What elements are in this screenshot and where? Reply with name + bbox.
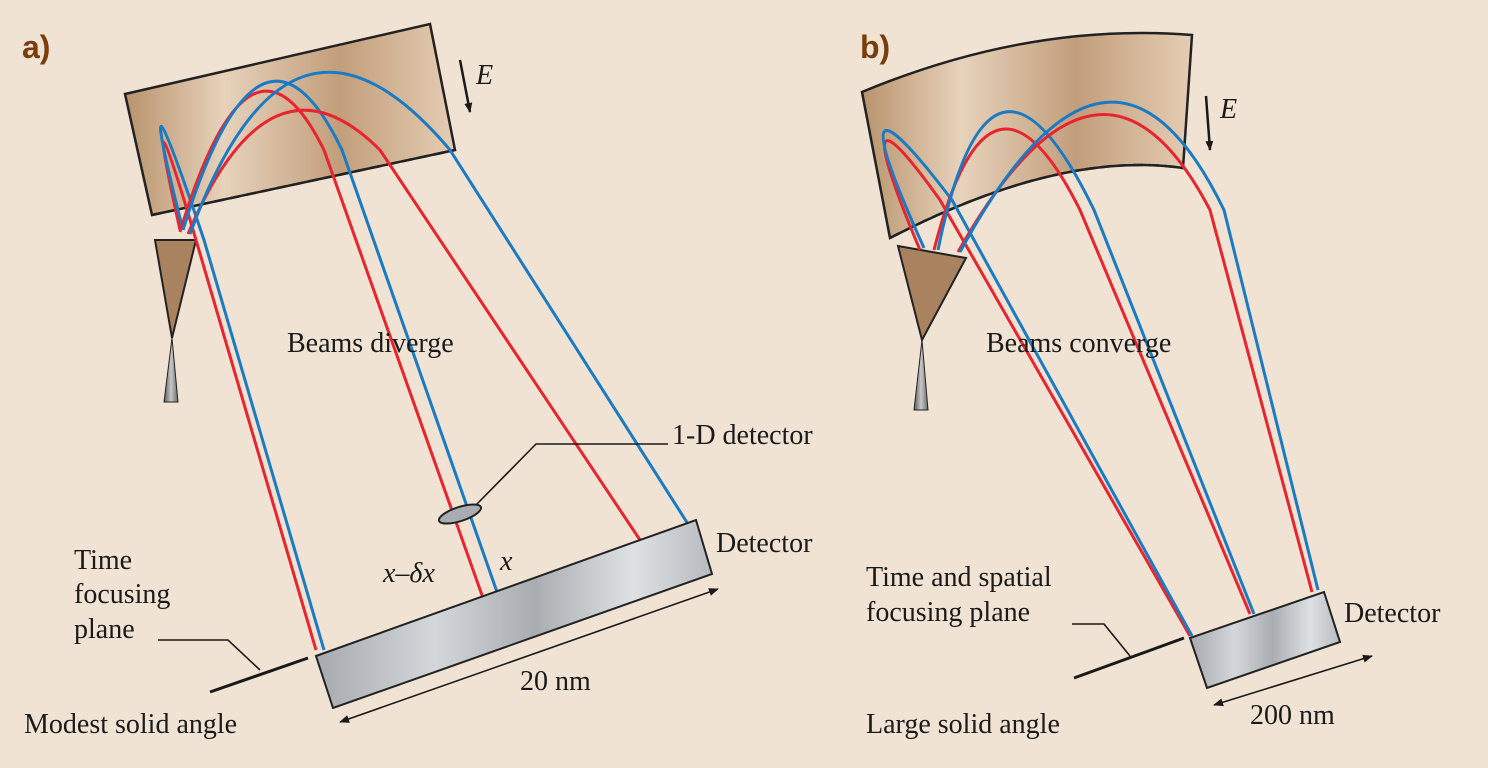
detector-1d-a: [437, 503, 483, 525]
x-minus-delta-label-a: x–δx: [382, 558, 435, 589]
beams-text-b: Beams converge: [986, 328, 1171, 359]
blue-beam-b2: [936, 110, 1256, 615]
e-field-arrow-a: [458, 59, 473, 113]
x-label-a: x: [499, 546, 513, 577]
panel-b: b) E Beams converge Detector 200 nm Time…: [860, 29, 1441, 740]
size-label-a: 20 nm: [520, 666, 591, 697]
detector-a: [314, 518, 714, 710]
focusing-plane-a: [209, 656, 309, 694]
detector-1d-leader-a: [475, 443, 668, 506]
emitter-tip-a: [163, 337, 179, 403]
size-label-b: 200 nm: [1250, 700, 1335, 731]
panel-b-label: b): [860, 29, 890, 65]
reflector-b-back-edge: [889, 163, 1184, 240]
e-field-arrow-b: [1204, 95, 1214, 151]
emitter-cone-b: [896, 244, 968, 343]
size-arrow-a: [339, 588, 719, 723]
beams-text-a: Beams diverge: [287, 328, 454, 359]
detector-label-b: Detector: [1344, 598, 1441, 629]
red-beam-b1: [883, 139, 1192, 637]
plane-label-a-line3: plane: [74, 614, 135, 645]
solid-angle-label-b: Large solid angle: [866, 709, 1060, 740]
focusing-plane-b: [1073, 636, 1185, 680]
plane-label-b-line2: focusing plane: [866, 597, 1030, 628]
plane-label-a-line2: focusing: [74, 579, 170, 610]
e-field-label-a: E: [475, 60, 493, 91]
blue-beam-a3: [188, 70, 690, 525]
size-arrow-b: [1213, 654, 1373, 707]
blue-beam-b1: [881, 128, 1194, 637]
solid-angle-label-a: Modest solid angle: [24, 709, 237, 740]
blue-beam-b3: [958, 100, 1320, 591]
red-beam-b2: [932, 127, 1252, 615]
focusing-plane-leader-a: [158, 639, 261, 671]
blue-beam-a2: [181, 79, 499, 593]
blue-beam-a1: [159, 125, 326, 651]
emitter-tip-b: [913, 339, 929, 411]
plane-label-a-line1: Time: [74, 545, 132, 576]
red-beam-a2: [178, 89, 485, 599]
panel-a-label: a): [22, 29, 50, 65]
red-beam-a3: [186, 108, 642, 541]
emitter-cone-a: [153, 239, 198, 339]
plane-label-b-line1: Time and spatial: [866, 562, 1052, 593]
detector-1d-label-a: 1-D detector: [672, 420, 813, 451]
focusing-plane-leader-b: [1072, 623, 1131, 657]
panel-a: a) E 1-D detector Beams diverge Detector…: [22, 22, 813, 740]
detector-label-a: Detector: [716, 528, 813, 559]
e-field-label-b: E: [1219, 94, 1237, 125]
